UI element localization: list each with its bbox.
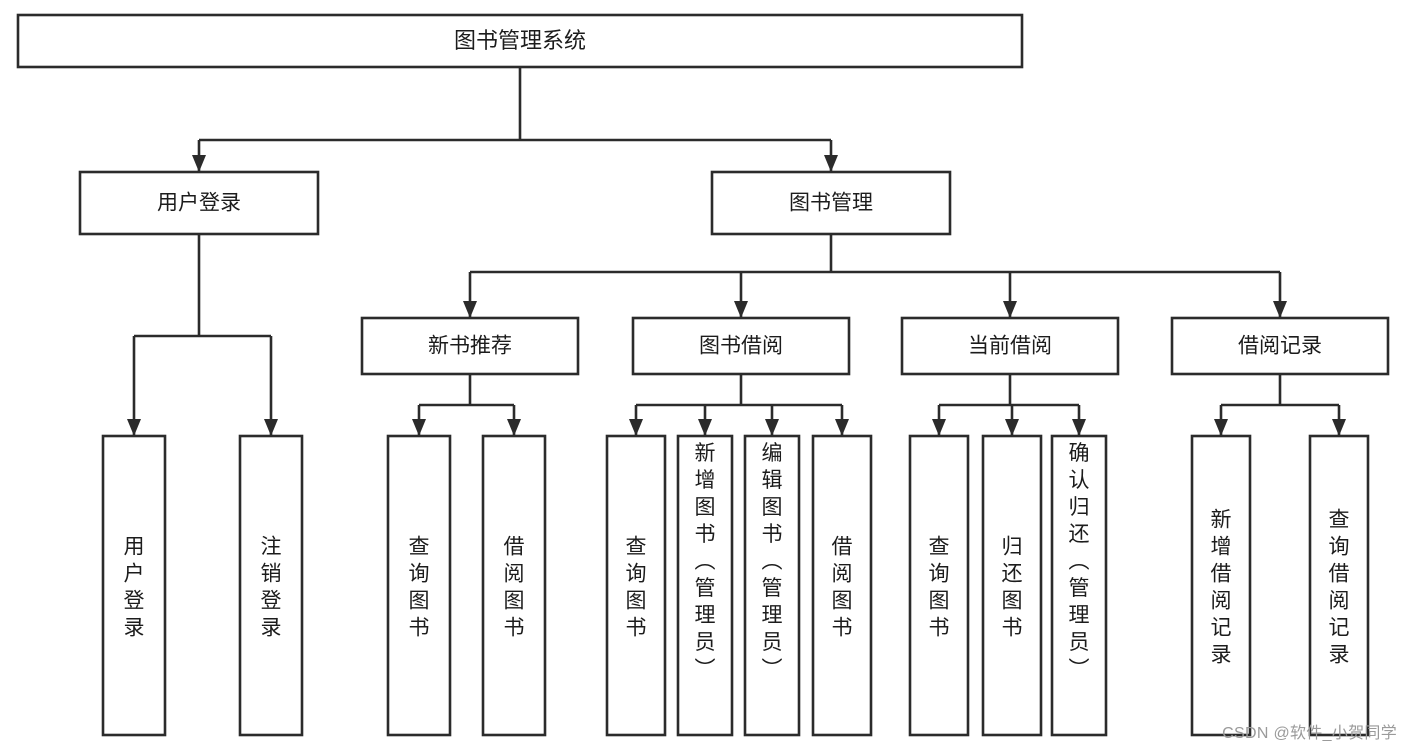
node-leaf-add-book-label: 新增图书︵管理员︶ xyxy=(695,442,716,681)
node-leaf-query-book-rec-label: 查询图书 xyxy=(409,536,430,640)
node-root-label: 图书管理系统 xyxy=(454,28,586,53)
node-new-book-recommend[interactable]: 新书推荐 xyxy=(360,316,580,376)
node-layer: 图书管理系统用户登录图书管理新书推荐图书借阅当前借阅借阅记录用户登录注销登录查询… xyxy=(16,13,1390,737)
node-leaf-logout-label: 注销登录 xyxy=(261,536,282,640)
node-leaf-confirm-return-box[interactable] xyxy=(1050,434,1108,737)
node-leaf-query-book-rec-box[interactable] xyxy=(386,434,452,737)
node-leaf-borrow-book[interactable]: 借阅图书 xyxy=(811,434,873,737)
csdn-watermark: CSDN @软件_小贺同学 xyxy=(1222,725,1397,742)
node-leaf-add-book-box[interactable] xyxy=(676,434,734,737)
node-leaf-query-book-cur-label: 查询图书 xyxy=(929,536,950,640)
node-leaf-add-record-box[interactable] xyxy=(1190,434,1252,737)
node-root[interactable]: 图书管理系统 xyxy=(16,13,1024,69)
node-user-login-box[interactable] xyxy=(78,170,320,236)
node-leaf-borrow-book-label: 借阅图书 xyxy=(832,536,853,640)
node-borrow-record-box[interactable] xyxy=(1170,316,1390,376)
node-leaf-confirm-return[interactable]: 确认归还︵管理员︶ xyxy=(1050,434,1108,737)
node-leaf-logout-box[interactable] xyxy=(238,434,304,737)
node-leaf-add-record-label: 新增借阅记录 xyxy=(1211,509,1232,667)
node-leaf-borrow-book-rec-box[interactable] xyxy=(481,434,547,737)
node-book-manage-label: 图书管理 xyxy=(789,192,873,215)
node-new-book-recommend-box[interactable] xyxy=(360,316,580,376)
node-leaf-return-book-label: 归还图书 xyxy=(1002,536,1023,640)
node-leaf-return-book[interactable]: 归还图书 xyxy=(981,434,1043,737)
node-leaf-borrow-book-rec-label: 借阅图书 xyxy=(504,536,525,640)
node-book-manage[interactable]: 图书管理 xyxy=(710,170,952,236)
node-current-borrow-box[interactable] xyxy=(900,316,1120,376)
node-leaf-user-login-label: 用户登录 xyxy=(124,536,145,640)
node-leaf-return-book-box[interactable] xyxy=(981,434,1043,737)
node-book-manage-box[interactable] xyxy=(710,170,952,236)
node-book-borrow[interactable]: 图书借阅 xyxy=(631,316,851,376)
node-leaf-query-book-cur[interactable]: 查询图书 xyxy=(908,434,970,737)
node-leaf-query-record-box[interactable] xyxy=(1308,434,1370,737)
node-book-borrow-label: 图书借阅 xyxy=(699,335,783,358)
node-leaf-query-book-borrow-label: 查询图书 xyxy=(626,536,647,640)
node-leaf-query-record[interactable]: 查询借阅记录 xyxy=(1308,434,1370,737)
node-leaf-logout[interactable]: 注销登录 xyxy=(238,434,304,737)
node-leaf-add-book[interactable]: 新增图书︵管理员︶ xyxy=(676,434,734,737)
node-user-login[interactable]: 用户登录 xyxy=(78,170,320,236)
node-leaf-query-book-borrow-box[interactable] xyxy=(605,434,667,737)
node-book-borrow-box[interactable] xyxy=(631,316,851,376)
node-leaf-edit-book-label: 编辑图书︵管理员︶ xyxy=(762,442,783,681)
node-user-login-label: 用户登录 xyxy=(157,192,241,215)
node-leaf-user-login-box[interactable] xyxy=(101,434,167,737)
node-leaf-borrow-book-box[interactable] xyxy=(811,434,873,737)
node-leaf-query-book-borrow[interactable]: 查询图书 xyxy=(605,434,667,737)
node-current-borrow[interactable]: 当前借阅 xyxy=(900,316,1120,376)
node-current-borrow-label: 当前借阅 xyxy=(968,335,1052,358)
node-leaf-query-book-cur-box[interactable] xyxy=(908,434,970,737)
node-leaf-edit-book[interactable]: 编辑图书︵管理员︶ xyxy=(743,434,801,737)
node-leaf-query-record-label: 查询借阅记录 xyxy=(1329,509,1350,667)
node-leaf-confirm-return-label: 确认归还︵管理员︶ xyxy=(1069,442,1090,681)
node-borrow-record[interactable]: 借阅记录 xyxy=(1170,316,1390,376)
node-leaf-add-record[interactable]: 新增借阅记录 xyxy=(1190,434,1252,737)
node-leaf-edit-book-box[interactable] xyxy=(743,434,801,737)
node-root-box[interactable] xyxy=(16,13,1024,69)
node-leaf-borrow-book-rec[interactable]: 借阅图书 xyxy=(481,434,547,737)
node-new-book-recommend-label: 新书推荐 xyxy=(428,335,512,358)
node-leaf-query-book-rec[interactable]: 查询图书 xyxy=(386,434,452,737)
node-leaf-user-login[interactable]: 用户登录 xyxy=(101,434,167,737)
connector-layer xyxy=(127,67,1346,436)
node-borrow-record-label: 借阅记录 xyxy=(1238,335,1322,358)
